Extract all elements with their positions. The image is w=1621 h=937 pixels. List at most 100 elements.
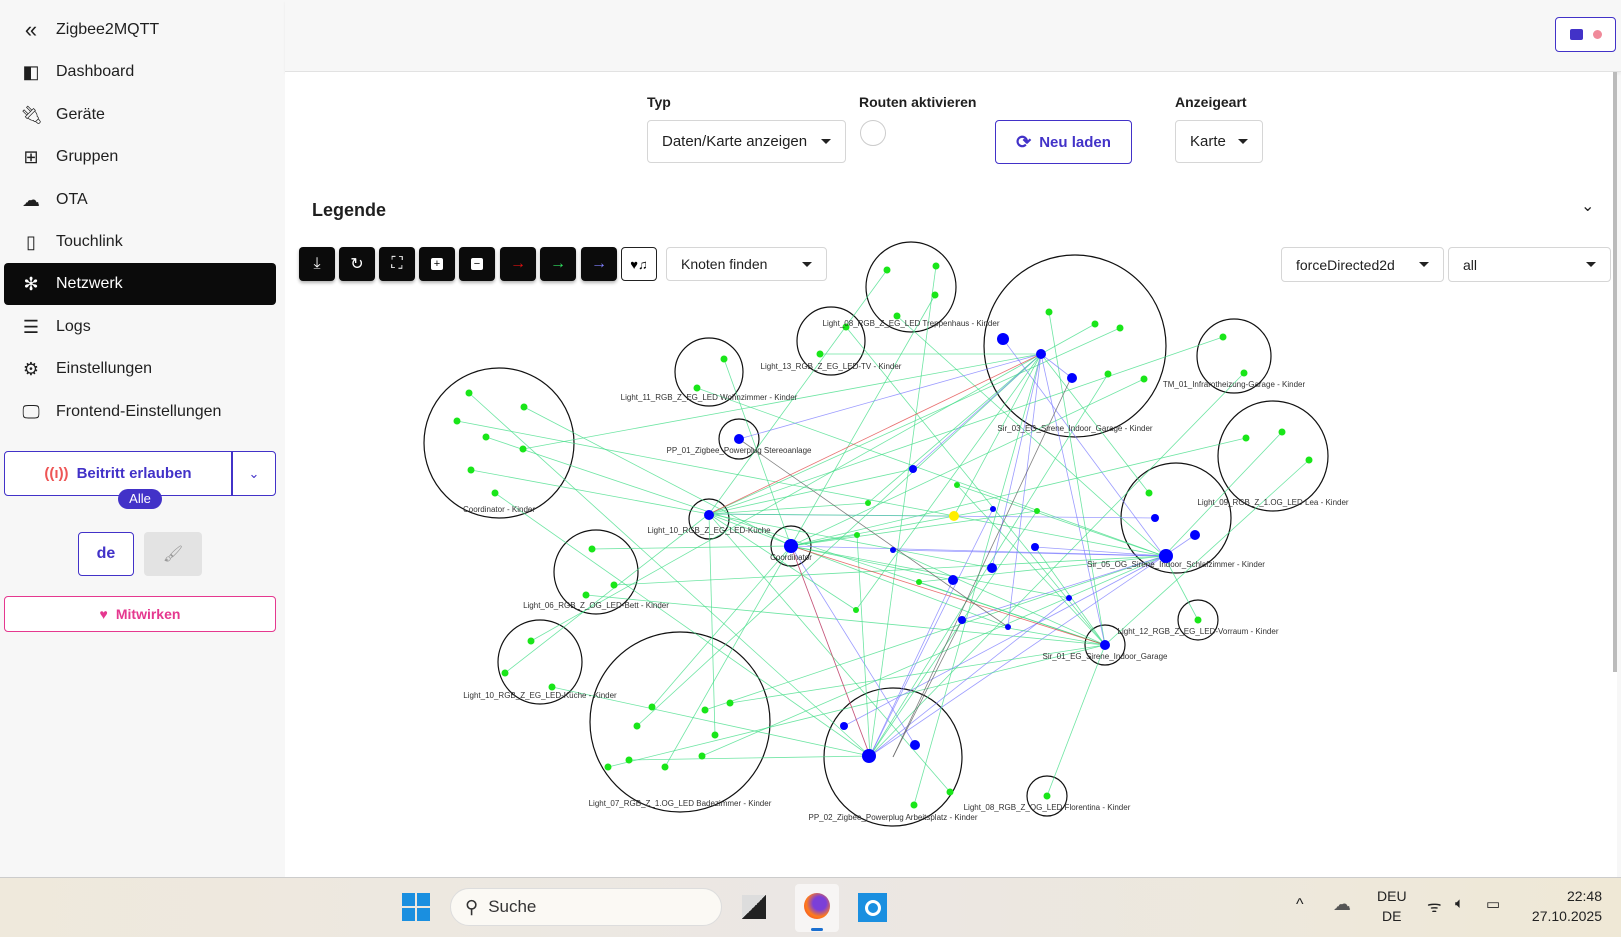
end-device-node[interactable]: [467, 466, 475, 474]
end-device-node[interactable]: [1219, 333, 1227, 341]
zoom-out-button[interactable]: −: [459, 247, 495, 281]
node-types-button[interactable]: ♥♫: [621, 247, 657, 281]
end-device-node[interactable]: [633, 722, 641, 730]
contribute-button[interactable]: ♥Mitwirken: [4, 596, 276, 632]
sidebar-item-ota[interactable]: ☁OTA: [4, 179, 276, 221]
end-device-node[interactable]: [519, 445, 527, 453]
coordinator-node[interactable]: [949, 511, 959, 521]
end-device-node[interactable]: [893, 312, 901, 320]
sidebar-item-frontend-settings[interactable]: 🖵︎Frontend-Einstellungen: [4, 391, 276, 433]
network-graph[interactable]: Coordinator - KinderLight_11_RGB_Z_EG_LE…: [0, 0, 1621, 877]
end-device-node[interactable]: [548, 683, 556, 691]
end-device-node[interactable]: [883, 266, 891, 274]
end-device-node[interactable]: [1278, 428, 1286, 436]
end-device-node[interactable]: [1242, 434, 1250, 442]
router-node[interactable]: [1066, 595, 1072, 601]
end-device-node[interactable]: [910, 801, 918, 809]
red-links-button[interactable]: →: [500, 247, 536, 281]
sidebar-item-dashboard[interactable]: ◧Dashboard: [4, 51, 276, 93]
end-device-node[interactable]: [916, 579, 922, 585]
scrollbar[interactable]: [1613, 72, 1617, 672]
wifi-icon[interactable]: ᯤ: [1427, 899, 1442, 916]
zoom-in-button[interactable]: +: [419, 247, 455, 281]
router-node[interactable]: [890, 547, 896, 553]
end-device-node[interactable]: [711, 731, 719, 739]
end-device-node[interactable]: [610, 581, 618, 589]
router-node[interactable]: [1067, 373, 1077, 383]
sidebar-item-touchlink[interactable]: ▯Touchlink: [4, 221, 276, 263]
end-device-node[interactable]: [1043, 792, 1051, 800]
router-node[interactable]: [1031, 543, 1039, 551]
end-device-node[interactable]: [726, 699, 734, 707]
router-node[interactable]: [1159, 549, 1173, 563]
end-device-node[interactable]: [932, 262, 940, 270]
notifications-button[interactable]: [1555, 17, 1616, 52]
volume-icon[interactable]: 🔈︎: [1455, 895, 1465, 912]
sidebar-item-settings[interactable]: ⚙Einstellungen: [4, 348, 276, 390]
routes-toggle[interactable]: [860, 120, 886, 146]
windows-start-icon[interactable]: [402, 893, 430, 921]
filter-select[interactable]: all: [1448, 247, 1611, 282]
end-device-node[interactable]: [954, 482, 960, 488]
end-device-node[interactable]: [1045, 308, 1053, 316]
end-device-node[interactable]: [625, 756, 633, 764]
end-device-node[interactable]: [588, 545, 596, 553]
router-node[interactable]: [997, 333, 1009, 345]
router-node[interactable]: [958, 616, 966, 624]
reload-button[interactable]: ⟳Neu laden: [995, 120, 1132, 164]
blue-links-button[interactable]: →: [581, 247, 617, 281]
theme-button[interactable]: 🖌︎: [144, 532, 202, 576]
router-node[interactable]: [704, 510, 714, 520]
permit-join-button[interactable]: ((ı))Beitritt erlauben: [4, 451, 232, 496]
refresh-graph-button[interactable]: ↻: [339, 247, 375, 281]
end-device-node[interactable]: [520, 403, 528, 411]
router-node[interactable]: [948, 575, 958, 585]
router-node[interactable]: [987, 563, 997, 573]
legend-toggle-chevron-icon[interactable]: ⌄: [1581, 198, 1595, 215]
download-button[interactable]: ⤓: [299, 247, 335, 281]
router-node[interactable]: [1005, 624, 1011, 630]
end-device-node[interactable]: [842, 323, 850, 331]
end-device-node[interactable]: [1145, 489, 1153, 497]
end-device-node[interactable]: [648, 703, 656, 711]
fit-view-button[interactable]: ⛶: [379, 247, 415, 281]
router-node[interactable]: [990, 506, 996, 512]
end-device-node[interactable]: [1104, 370, 1112, 378]
end-device-node[interactable]: [465, 389, 473, 397]
router-node[interactable]: [1190, 530, 1200, 540]
tray-chevron-up-icon[interactable]: ^: [1296, 896, 1304, 913]
end-device-node[interactable]: [720, 355, 728, 363]
end-device-node[interactable]: [865, 500, 871, 506]
sidebar-toggle[interactable]: « Zigbee2MQTT: [4, 9, 276, 51]
end-device-node[interactable]: [816, 350, 824, 358]
end-device-node[interactable]: [1305, 456, 1313, 464]
end-device-node[interactable]: [693, 384, 701, 392]
sidebar-item-devices[interactable]: 🔌︎Geräte: [4, 94, 276, 136]
router-node[interactable]: [1100, 640, 1110, 650]
end-device-node[interactable]: [931, 291, 939, 299]
taskbar-search[interactable]: ⚲Suche: [450, 888, 722, 926]
router-node[interactable]: [1151, 514, 1159, 522]
sidebar-item-network[interactable]: ✻Netzwerk: [4, 263, 276, 305]
find-node-select[interactable]: Knoten finden: [666, 247, 827, 281]
end-device-node[interactable]: [501, 669, 509, 677]
battery-icon[interactable]: ▭: [1486, 896, 1501, 913]
language-button[interactable]: de: [78, 532, 134, 576]
end-device-node[interactable]: [661, 763, 669, 771]
end-device-node[interactable]: [527, 637, 535, 645]
router-node[interactable]: [1036, 349, 1046, 359]
end-device-node[interactable]: [1140, 375, 1148, 383]
graph-nodes[interactable]: Coordinator - KinderLight_11_RGB_Z_EG_LE…: [453, 262, 1349, 823]
end-device-node[interactable]: [701, 706, 709, 714]
type-select[interactable]: Daten/Karte anzeigen: [647, 120, 846, 163]
end-device-node[interactable]: [582, 591, 590, 599]
display-type-select[interactable]: Karte: [1175, 120, 1263, 163]
layout-select[interactable]: forceDirected2d: [1281, 247, 1444, 282]
task-view-icon[interactable]: [742, 895, 766, 919]
end-device-node[interactable]: [604, 763, 612, 771]
router-node[interactable]: [840, 722, 848, 730]
end-device-node[interactable]: [1194, 616, 1202, 624]
end-device-node[interactable]: [1116, 324, 1124, 332]
